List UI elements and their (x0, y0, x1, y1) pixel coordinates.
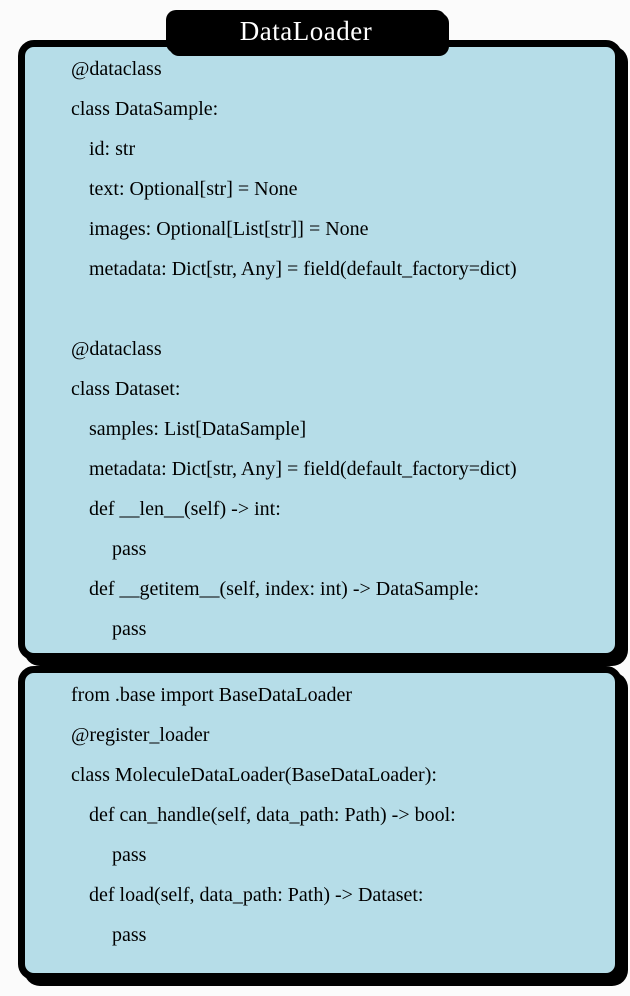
code-line: def __len__(self) -> int: (89, 497, 281, 520)
code-line: class Dataset: (71, 377, 181, 400)
code-panel-loader-content: from .base import BaseDataLoader @registe… (25, 673, 615, 973)
code-line: def can_handle(self, data_path: Path) ->… (89, 803, 456, 826)
code-line: class DataSample: (71, 97, 219, 120)
code-line: metadata: Dict[str, Any] = field(default… (89, 457, 517, 480)
code-line: images: Optional[List[str]] = None (89, 217, 369, 240)
code-panel-loader-implementation: from .base import BaseDataLoader @registe… (18, 666, 622, 980)
code-panel-dataset-content: @dataclass class DataSample: id: str text: … (25, 47, 615, 653)
code-line: def __getitem__(self, index: int) -> Dat… (89, 577, 480, 600)
diagram-title-tab: DataLoader (166, 10, 446, 53)
code-line: pass (112, 923, 147, 946)
diagram-title: DataLoader (239, 16, 373, 46)
code-line: samples: List[DataSample] (89, 417, 307, 440)
code-line: from .base import BaseDataLoader (71, 683, 353, 706)
code-line: pass (112, 843, 147, 866)
code-line (25, 289, 615, 329)
code-panel-dataset-definitions: @dataclass class DataSample: id: str text: … (18, 40, 622, 660)
code-line: metadata: Dict[str, Any] = field(default… (89, 257, 517, 280)
code-line: id: str (89, 137, 136, 160)
code-line: text: Optional[str] = None (89, 177, 298, 200)
code-line: pass (112, 537, 147, 560)
code-line: pass (112, 617, 147, 640)
code-line: def load(self, data_path: Path) -> Datas… (89, 883, 424, 906)
code-line: @dataclass (71, 337, 162, 360)
code-line: class MoleculeDataLoader(BaseDataLoader)… (71, 763, 437, 786)
code-line: @dataclass (71, 57, 162, 80)
code-line: @register_loader (71, 723, 210, 746)
